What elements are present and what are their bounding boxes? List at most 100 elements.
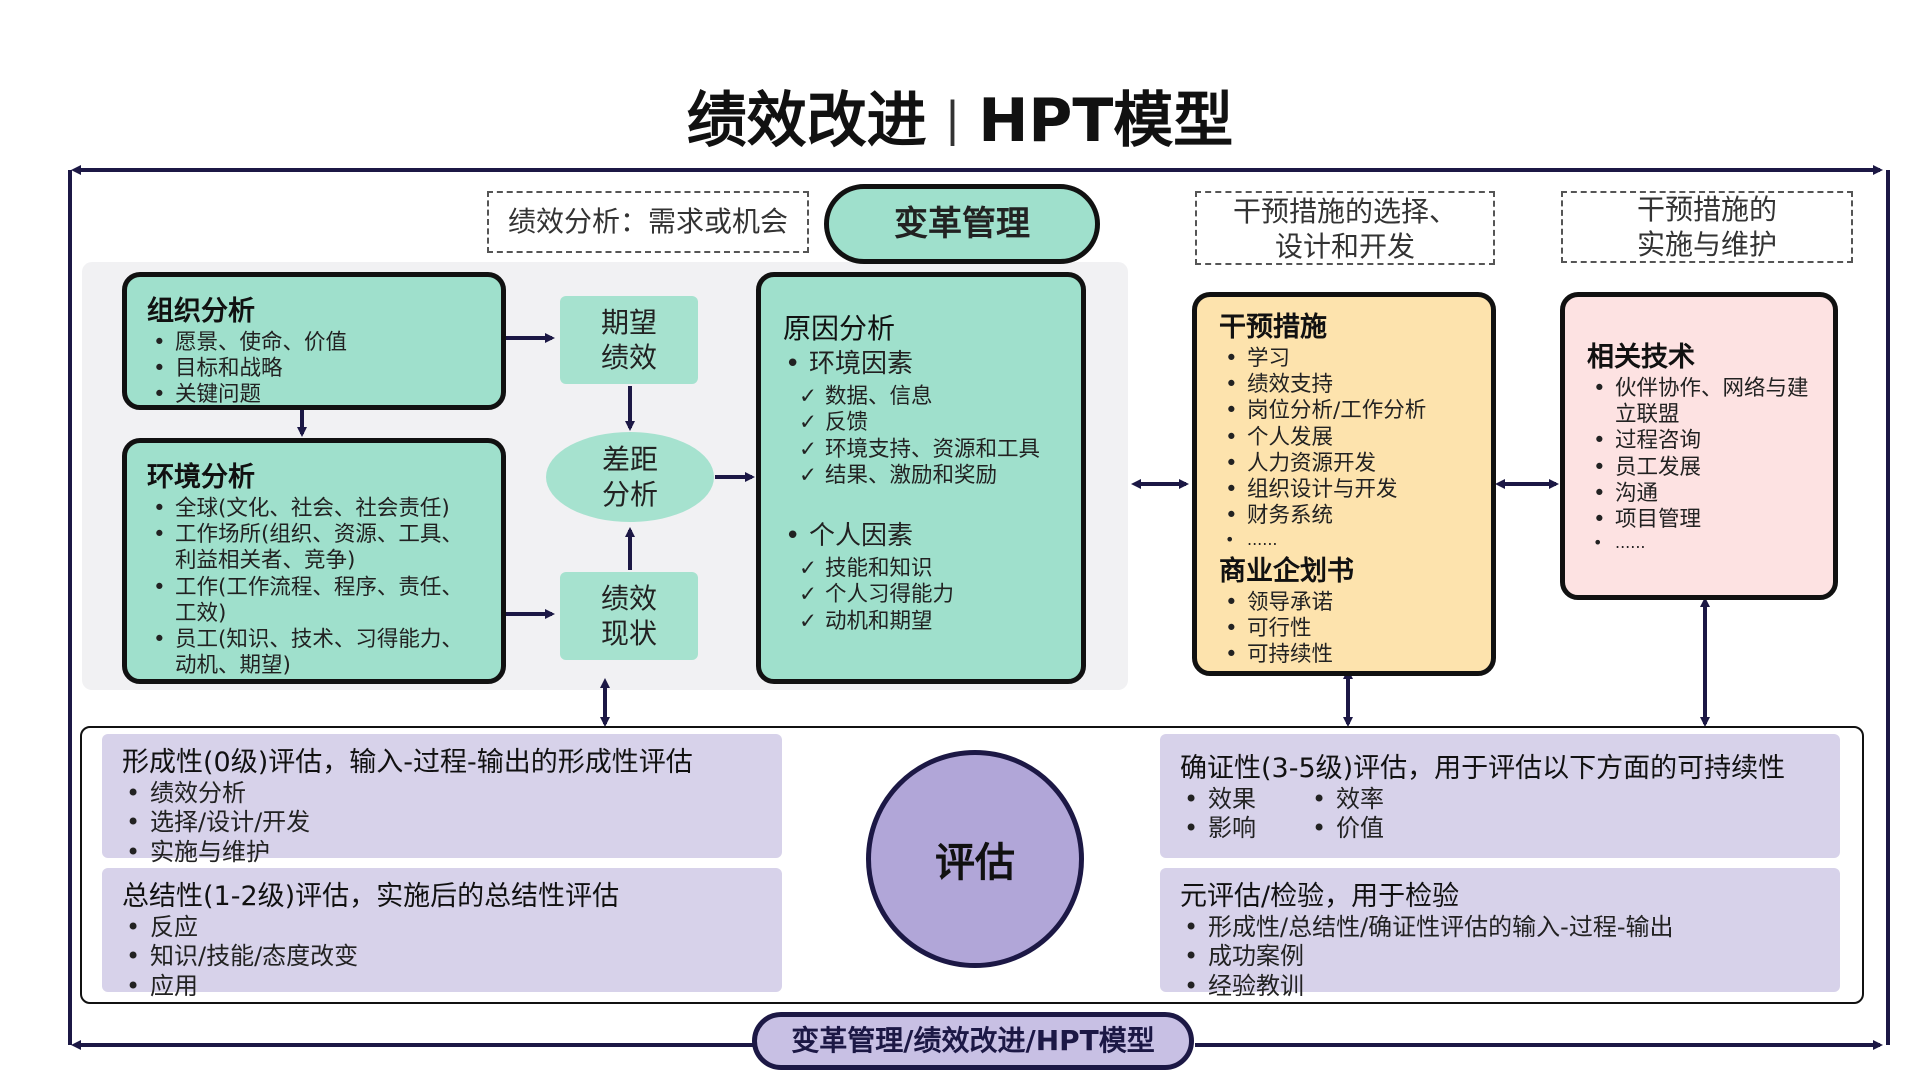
meta-eval-list: 形成性/总结性/确证性评估的输入-过程-输出 成功案例 经验教训 bbox=[1180, 913, 1820, 1001]
list-item: 关键问题 bbox=[147, 382, 481, 408]
list-item: 影响 bbox=[1180, 814, 1308, 844]
evaluation-circle: 评估 bbox=[866, 750, 1084, 968]
business-plan-list: 领导承诺 可行性 可持续性 bbox=[1219, 590, 1469, 669]
desired-performance-text: 期望绩效 bbox=[600, 306, 657, 374]
implementation-label: 干预措施的实施与维护 bbox=[1561, 191, 1853, 263]
list-item: 学习 bbox=[1219, 346, 1469, 372]
list-item: 目标和战略 bbox=[147, 356, 481, 382]
summative-eval-list: 反应 知识/技能/态度改变 应用 bbox=[122, 913, 762, 1001]
org-analysis-title: 组织分析 bbox=[147, 296, 255, 327]
list-item: 选择/设计/开发 bbox=[122, 808, 762, 838]
env-analysis-list: 全球(文化、社会、社会责任) 工作场所(组织、资源、工具、利益相关者、竞争) 工… bbox=[147, 496, 481, 680]
desired-performance-box: 期望绩效 bbox=[560, 296, 698, 384]
list-item: 结果、激励和奖励 bbox=[797, 463, 1059, 489]
selection-label: 干预措施的选择、设计和开发 bbox=[1195, 191, 1495, 265]
org-analysis-box: 组织分析 愿景、使命、价值 目标和战略 关键问题 bbox=[122, 272, 506, 410]
summative-eval-box: 总结性(1-2级)评估，实施后的总结性评估 反应 知识/技能/态度改变 应用 bbox=[102, 868, 782, 1001]
current-performance-box: 绩效现状 bbox=[560, 572, 698, 660]
list-item: 工作(工作流程、程序、责任、工效) bbox=[147, 575, 481, 627]
list-item: 效果 bbox=[1180, 785, 1308, 815]
env-factors-list: 数据、信息 反馈 环境支持、资源和工具 结果、激励和奖励 bbox=[783, 384, 1059, 489]
individual-factors-title: 个人因素 bbox=[783, 519, 1059, 554]
list-item: 数据、信息 bbox=[797, 384, 1059, 410]
list-item: 个人习得能力 bbox=[797, 582, 1059, 608]
list-item: 成功案例 bbox=[1180, 942, 1820, 972]
cause-analysis-title: 原因分析 bbox=[783, 312, 896, 345]
meta-eval-title: 元评估/检验，用于检验 bbox=[1180, 881, 1460, 912]
page-title: 绩效改进 | HPT模型 bbox=[0, 72, 1920, 159]
intervention-box: 干预措施 学习 绩效支持 岗位分析/工作分析 个人发展 人力资源开发 组织设计与… bbox=[1192, 292, 1496, 676]
list-item: ...... bbox=[1219, 530, 1469, 550]
list-item: 知识/技能/态度改变 bbox=[122, 942, 762, 972]
title-separator: | bbox=[944, 92, 961, 146]
meta-eval-box: 元评估/检验，用于检验 形成性/总结性/确证性评估的输入-过程-输出 成功案例 … bbox=[1160, 868, 1840, 1001]
list-item: 愿景、使命、价值 bbox=[147, 330, 481, 356]
implementation-label-text: 干预措施的实施与维护 bbox=[1636, 193, 1777, 261]
intervention-title: 干预措施 bbox=[1219, 312, 1327, 343]
confirmative-eval-title: 确证性(3-5级)评估，用于评估以下方面的可持续性 bbox=[1180, 753, 1786, 784]
selection-label-text: 干预措施的选择、设计和开发 bbox=[1232, 195, 1457, 263]
list-item: 应用 bbox=[122, 972, 762, 1002]
env-analysis-box: 环境分析 全球(文化、社会、社会责任) 工作场所(组织、资源、工具、利益相关者、… bbox=[122, 438, 506, 684]
list-item: 绩效分析 bbox=[122, 779, 762, 809]
list-item: 反应 bbox=[122, 913, 762, 943]
list-item: 组织设计与开发 bbox=[1219, 477, 1469, 503]
env-analysis-title: 环境分析 bbox=[147, 462, 255, 493]
title-right: HPT模型 bbox=[978, 86, 1234, 156]
related-tech-list: 伙伴协作、网络与建立联盟 过程咨询 员工发展 沟通 项目管理 ...... bbox=[1587, 376, 1811, 553]
list-item: 领导承诺 bbox=[1219, 590, 1469, 616]
list-item: 项目管理 bbox=[1587, 507, 1811, 533]
list-item: 经验教训 bbox=[1180, 972, 1820, 1002]
env-factors-title: 环境因素 bbox=[783, 347, 1059, 382]
list-item: 实施与维护 bbox=[122, 838, 762, 868]
evaluation-text: 评估 bbox=[935, 840, 1015, 886]
related-tech-box: 相关技术 伙伴协作、网络与建立联盟 过程咨询 员工发展 沟通 项目管理 ....… bbox=[1560, 292, 1838, 600]
list-item: 形成性/总结性/确证性评估的输入-过程-输出 bbox=[1180, 913, 1820, 943]
list-item: 反馈 bbox=[797, 410, 1059, 436]
intervention-list: 学习 绩效支持 岗位分析/工作分析 个人发展 人力资源开发 组织设计与开发 财务… bbox=[1219, 346, 1469, 549]
list-item: 员工发展 bbox=[1587, 455, 1811, 481]
analysis-label-text: 绩效分析：需求或机会 bbox=[507, 205, 788, 238]
list-item: 价值 bbox=[1308, 814, 1436, 844]
list-item: 个人发展 bbox=[1219, 425, 1469, 451]
gap-analysis-text: 差距分析 bbox=[601, 443, 658, 511]
list-item: 沟通 bbox=[1587, 481, 1811, 507]
analysis-label: 绩效分析：需求或机会 bbox=[487, 191, 809, 253]
change-management-text: 变革管理 bbox=[894, 204, 1030, 244]
cause-analysis-box: 原因分析 环境因素 数据、信息 反馈 环境支持、资源和工具 结果、激励和奖励 个… bbox=[756, 272, 1086, 684]
list-item: 人力资源开发 bbox=[1219, 451, 1469, 477]
list-item: 可持续性 bbox=[1219, 642, 1469, 668]
confirmative-eval-columns: 效果 影响 效率 价值 bbox=[1180, 785, 1820, 844]
formative-eval-box: 形成性(0级)评估，输入-过程-输出的形成性评估 绩效分析 选择/设计/开发 实… bbox=[102, 734, 782, 867]
list-item: 财务系统 bbox=[1219, 503, 1469, 529]
footer-text: 变革管理/绩效改进/HPT模型 bbox=[791, 1024, 1155, 1057]
individual-factors-list: 技能和知识 个人习得能力 动机和期望 bbox=[783, 556, 1059, 635]
list-item: 过程咨询 bbox=[1587, 428, 1811, 454]
org-analysis-list: 愿景、使命、价值 目标和战略 关键问题 bbox=[147, 330, 481, 409]
confirmative-eval-box: 确证性(3-5级)评估，用于评估以下方面的可持续性 效果 影响 效率 价值 bbox=[1160, 734, 1840, 858]
list-item: 员工(知识、技术、习得能力、动机、期望) bbox=[147, 627, 481, 679]
summative-eval-title: 总结性(1-2级)评估，实施后的总结性评估 bbox=[122, 881, 620, 912]
related-tech-title: 相关技术 bbox=[1587, 342, 1695, 373]
confirmative-col-1: 效果 影响 bbox=[1180, 785, 1308, 844]
current-performance-text: 绩效现状 bbox=[600, 582, 657, 650]
list-item: 岗位分析/工作分析 bbox=[1219, 398, 1469, 424]
formative-eval-title: 形成性(0级)评估，输入-过程-输出的形成性评估 bbox=[122, 747, 693, 778]
confirmative-col-2: 效率 价值 bbox=[1308, 785, 1436, 844]
change-management-pill: 变革管理 bbox=[824, 184, 1100, 264]
footer-pill: 变革管理/绩效改进/HPT模型 bbox=[752, 1012, 1194, 1070]
list-item: 可行性 bbox=[1219, 616, 1469, 642]
list-item: 技能和知识 bbox=[797, 556, 1059, 582]
list-item: 环境支持、资源和工具 bbox=[797, 437, 1059, 463]
list-item: 效率 bbox=[1308, 785, 1436, 815]
list-item: 伙伴协作、网络与建立联盟 bbox=[1587, 376, 1811, 428]
list-item: 全球(文化、社会、社会责任) bbox=[147, 496, 481, 522]
gap-analysis-ellipse: 差距分析 bbox=[546, 432, 714, 522]
business-plan-title: 商业企划书 bbox=[1219, 556, 1354, 588]
list-item: 工作场所(组织、资源、工具、利益相关者、竞争) bbox=[147, 522, 481, 574]
formative-eval-list: 绩效分析 选择/设计/开发 实施与维护 bbox=[122, 779, 762, 867]
list-item: ...... bbox=[1587, 533, 1811, 553]
list-item: 绩效支持 bbox=[1219, 372, 1469, 398]
title-left: 绩效改进 bbox=[686, 86, 927, 156]
